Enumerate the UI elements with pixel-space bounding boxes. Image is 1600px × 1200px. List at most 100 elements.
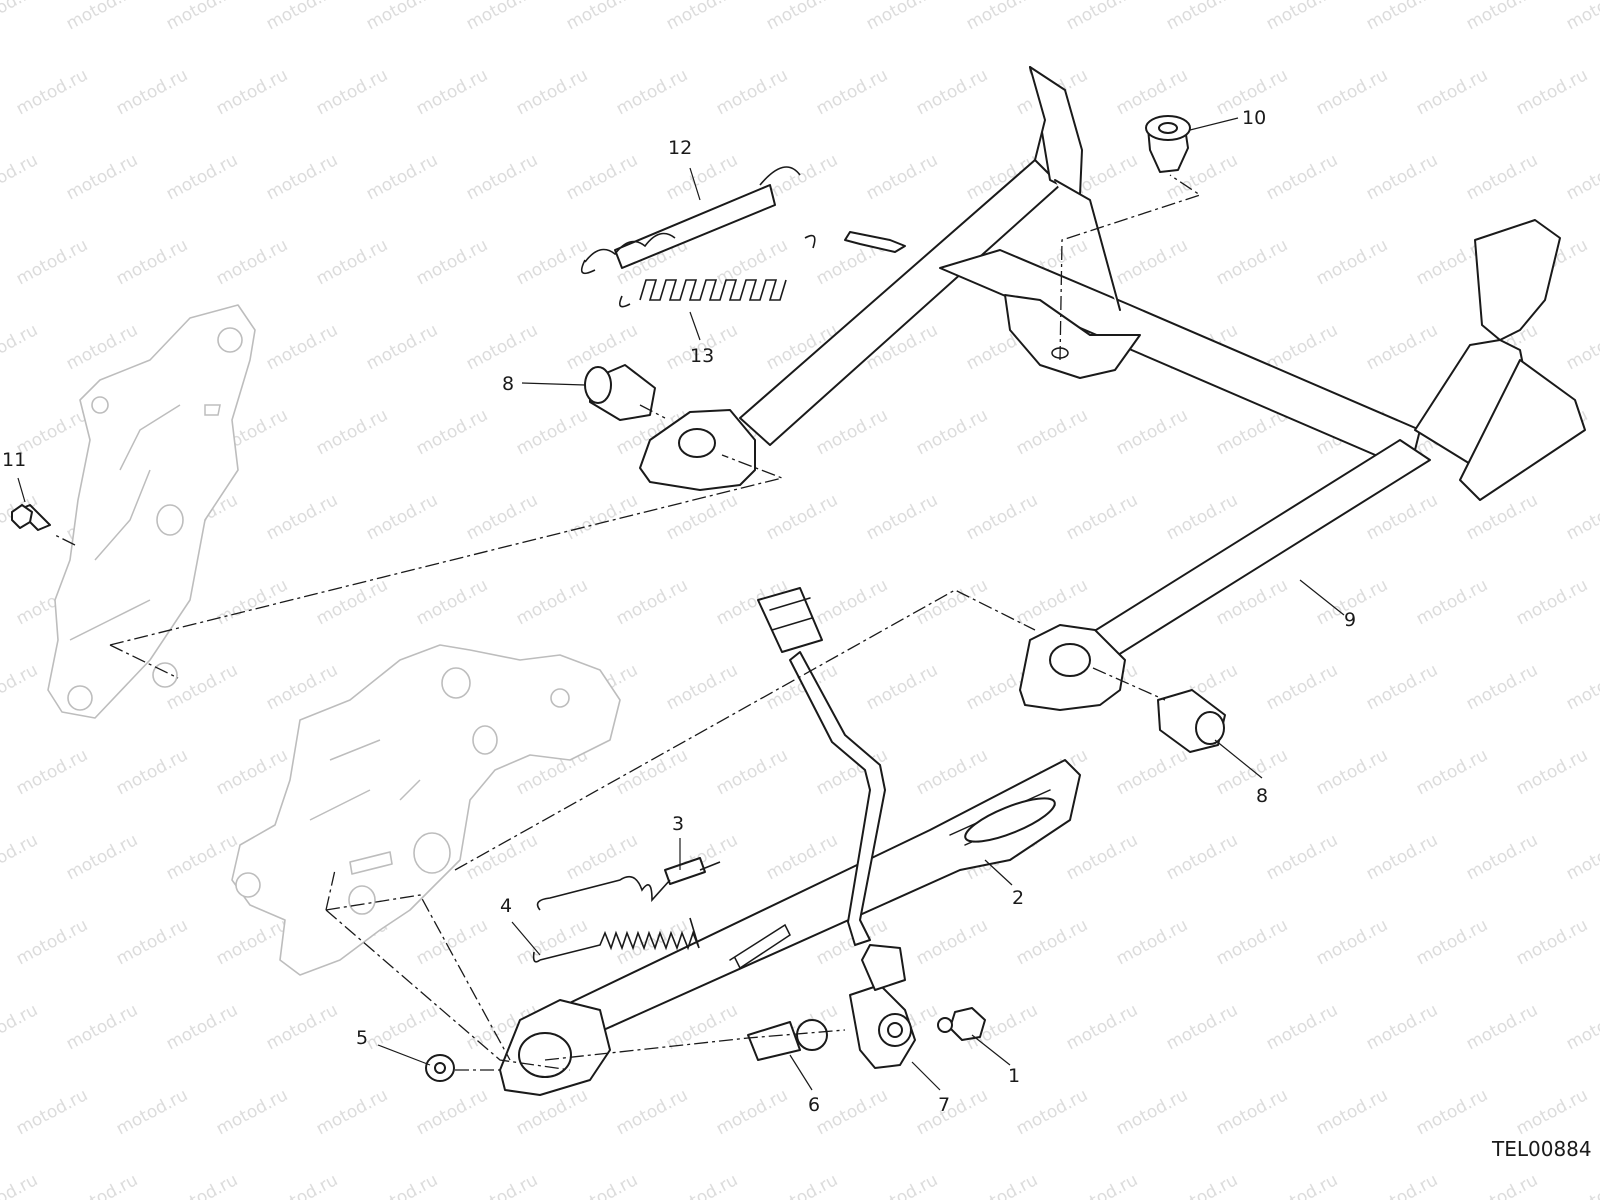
watermark-text: motod.ru (1363, 660, 1441, 714)
callout-4: 4 (500, 895, 512, 917)
watermark-text: motod.ru (763, 490, 841, 544)
watermark-text: motod.ru (313, 1085, 391, 1139)
watermark-text: motod.ru (563, 1170, 641, 1200)
watermark-text: motod.ru (563, 490, 641, 544)
watermark-text: motod.ru (1463, 1170, 1541, 1200)
watermark-text: motod.ru (313, 235, 391, 289)
watermark-text: motod.ru (1513, 915, 1591, 969)
watermark-text: motod.ru (813, 575, 891, 629)
watermark-text: motod.ru (713, 1085, 791, 1139)
callout-11: 11 (2, 449, 26, 471)
watermark-text: motod.ru (463, 490, 541, 544)
watermark-text: motod.ru (63, 1170, 141, 1200)
watermark-text: motod.ru (1563, 150, 1600, 204)
side-stand (499, 759, 1081, 1096)
watermark-text: motod.ru (413, 405, 491, 459)
callout-2: 2 (1012, 887, 1024, 909)
watermark-text: motod.ru (163, 830, 241, 884)
bolt-1 (937, 1007, 986, 1041)
switch-7 (849, 944, 916, 1069)
watermark-text: motod.ru (13, 235, 91, 289)
watermark-text: motod.ru (663, 1170, 741, 1200)
callout-1: 1 (1008, 1065, 1020, 1087)
watermark-text: motod.ru (763, 150, 841, 204)
watermark-text: motod.ru (1463, 660, 1541, 714)
watermark-text: motod.ru (1063, 1000, 1141, 1054)
watermark-text: motod.ru (363, 1000, 441, 1054)
watermark-text: motod.ru (1513, 1085, 1591, 1139)
watermark-text: motod.ru (1063, 1170, 1141, 1200)
callout-8-lower: 8 (1256, 785, 1268, 807)
watermark-text: motod.ru (1363, 150, 1441, 204)
watermark-text: motod.ru (1413, 915, 1491, 969)
watermark-text: motod.ru (413, 1085, 491, 1139)
watermark-text: motod.ru (313, 575, 391, 629)
watermark-text: motod.ru (263, 150, 341, 204)
watermark-text: motod.ru (563, 150, 641, 204)
watermark-text: motod.ru (1313, 65, 1391, 119)
watermark-text: motod.ru (513, 575, 591, 629)
watermark-text: motod.ru (213, 915, 291, 969)
watermark-text: motod.ru (663, 0, 741, 34)
watermark-text: motod.ru (863, 1170, 941, 1200)
watermark-text: motod.ru (463, 0, 541, 34)
watermark-text: motod.ru (113, 235, 191, 289)
watermark-text: motod.ru (1313, 915, 1391, 969)
callout-3: 3 (672, 813, 684, 835)
watermark-text: motod.ru (1313, 1085, 1391, 1139)
pivot-pin-6 (747, 1019, 828, 1061)
watermark-text: motod.ru (13, 915, 91, 969)
watermark-text: motod.ru (363, 490, 441, 544)
callout-labels: 1 2 3 4 5 6 7 8 8 9 10 11 12 13 (2, 107, 1356, 1116)
watermark-text: motod.ru (1063, 830, 1141, 884)
watermark-text: motod.ru (463, 1170, 541, 1200)
watermark-text: motod.ru (813, 65, 891, 119)
watermark-text: motod.ru (1313, 235, 1391, 289)
watermark-text: motod.ru (313, 405, 391, 459)
watermark-text: motod.ru (263, 1000, 341, 1054)
watermark-text: motod.ru (1163, 1000, 1241, 1054)
watermark-text: motod.ru (1213, 915, 1291, 969)
watermark-text: motod.ru (13, 745, 91, 799)
watermark-text: motod.ru (1113, 915, 1191, 969)
watermark-text: motod.ru (213, 745, 291, 799)
watermark-text: motod.ru (363, 320, 441, 374)
watermark-text: motod.ru (363, 150, 441, 204)
watermark-text: motod.ru (1163, 830, 1241, 884)
watermark-text: motod.ru (463, 320, 541, 374)
watermark-text: motod.ru (1563, 830, 1600, 884)
watermark-text: motod.ru (713, 235, 791, 289)
watermark-text: motod.ru (1463, 150, 1541, 204)
frame-bracket-lower (231, 644, 621, 976)
watermark-text: motod.ru (1263, 1170, 1341, 1200)
assembly-lines (54, 174, 1202, 1071)
centre-stand (639, 66, 1586, 711)
callout-9: 9 (1344, 609, 1356, 631)
watermark-text: motod.ru (163, 1000, 241, 1054)
watermark-text: motod.ru (163, 150, 241, 204)
watermark-text: motod.ru (1013, 575, 1091, 629)
watermark-text: motod.ru (1313, 745, 1391, 799)
watermark-text: motod.ru (163, 1170, 241, 1200)
watermark-text: motod.ru (1013, 405, 1091, 459)
watermark-text: motod.ru (1263, 0, 1341, 34)
watermark-text: motod.ru (413, 915, 491, 969)
watermark-text: motod.ru (1063, 490, 1141, 544)
watermark-text: motod.ru (863, 490, 941, 544)
watermark-text: motod.ru (613, 745, 691, 799)
spring-3 (536, 857, 721, 911)
watermark-text: motod.ru (1063, 0, 1141, 34)
watermark-text: motod.ru (563, 320, 641, 374)
watermark-text: motod.ru (613, 65, 691, 119)
watermark-text: motod.ru (1363, 830, 1441, 884)
wire-connector (757, 587, 886, 946)
watermark-text: motod.ru (863, 150, 941, 204)
watermark-text: motod.ru (513, 65, 591, 119)
watermark-text: motod.ru (913, 65, 991, 119)
watermark-text: motod.ru (1113, 405, 1191, 459)
watermark-text: motod.ru (1513, 745, 1591, 799)
watermark-text: motod.ru (113, 745, 191, 799)
callout-7: 7 (938, 1094, 950, 1116)
watermark-text: motod.ru (213, 1085, 291, 1139)
